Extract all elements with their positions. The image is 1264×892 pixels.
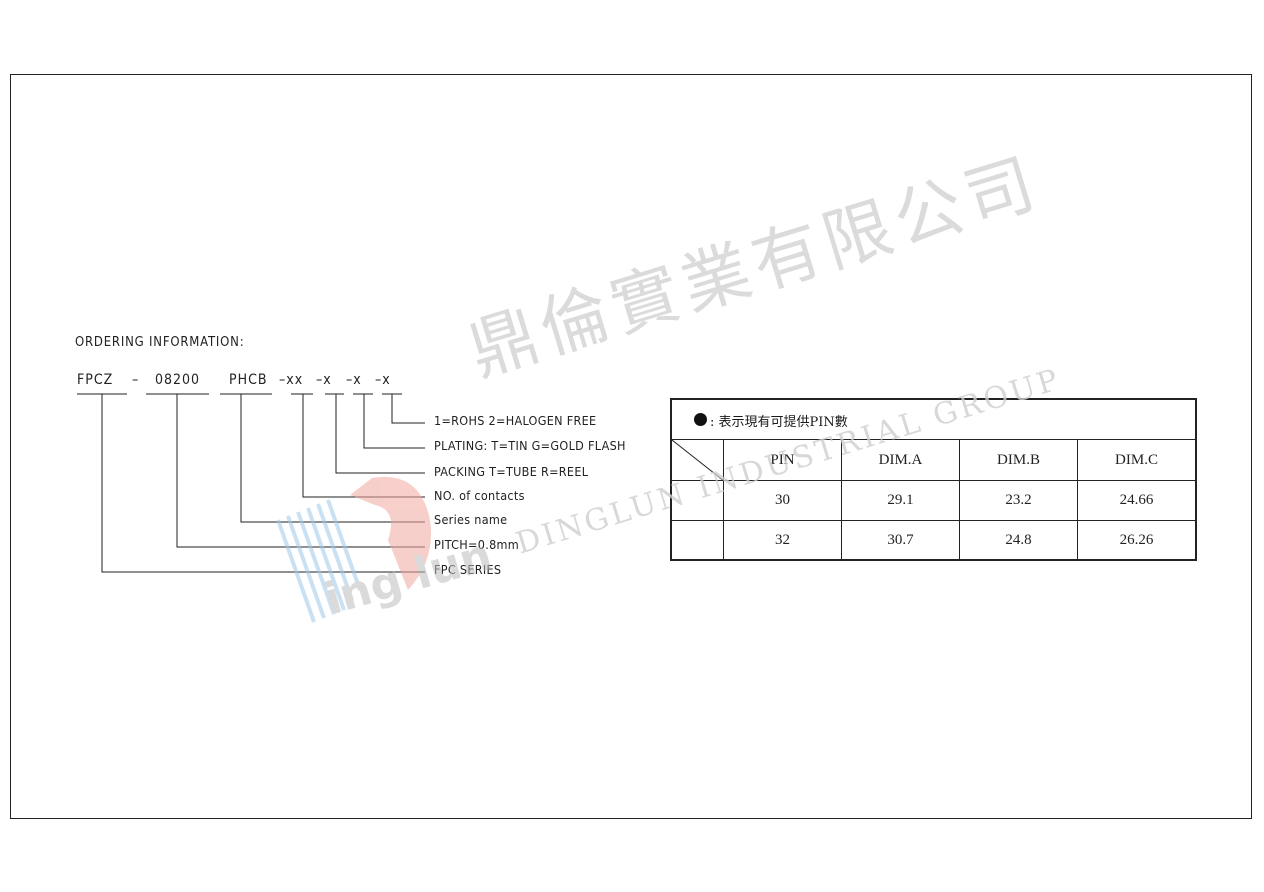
cell-dim-a: 29.1: [842, 481, 960, 521]
row-marker: [672, 481, 724, 521]
code-pitch: 08200: [155, 372, 201, 388]
header-dim-a: DIM.A: [842, 440, 960, 481]
cell-dim-c: 24.66: [1078, 481, 1195, 521]
legend-pitch: PITCH=0.8mm: [434, 537, 520, 552]
row-marker: [672, 521, 724, 559]
legend-plating: PLATING: T=TIN G=GOLD FLASH: [434, 438, 626, 453]
cell-dim-c: 26.26: [1119, 531, 1154, 548]
legend-contacts: NO. of contacts: [434, 488, 525, 503]
ordering-title: ORDERING INFORMATION:: [75, 335, 245, 350]
corner-cell: [672, 440, 724, 481]
code-series: FPCZ: [77, 372, 114, 388]
header-dim-c: DIM.C: [1078, 440, 1195, 481]
code-packing: –x: [316, 372, 332, 388]
code-plating: –x: [346, 372, 362, 388]
code-dash: –: [132, 372, 140, 388]
legend-packing: PACKING T=TUBE R=REEL: [434, 464, 589, 479]
cell-dim-b: 23.2: [960, 481, 1078, 521]
header-dim-b: DIM.B: [960, 440, 1078, 481]
filled-dot-icon: [694, 413, 707, 426]
legend-series-name: Series name: [434, 512, 508, 527]
diagonal-line: [672, 440, 724, 481]
header-pin: PIN: [724, 440, 842, 481]
table-note: : 表示現有可提供PIN數: [710, 415, 848, 430]
code-rohs: –x: [375, 372, 391, 388]
code-contacts: –xx: [279, 372, 304, 388]
table-note-row: : 表示現有可提供PIN數: [672, 400, 1195, 440]
cell-pin: 30: [724, 481, 842, 521]
cell-dim-a: 30.7: [842, 521, 960, 559]
cell-dim-b: 24.8: [960, 521, 1078, 559]
legend-rohs: 1=ROHS 2=HALOGEN FREE: [434, 413, 597, 428]
pin-dimension-table: : 表示現有可提供PIN數 PIN DIM.A DIM.B DIM.C 30 2…: [670, 398, 1197, 561]
code-series-name: PHCB: [229, 372, 268, 388]
drawing-frame: [10, 74, 1252, 819]
legend-fpc-series: FPC SERIES: [434, 562, 502, 577]
cell-pin: 32: [724, 521, 842, 559]
